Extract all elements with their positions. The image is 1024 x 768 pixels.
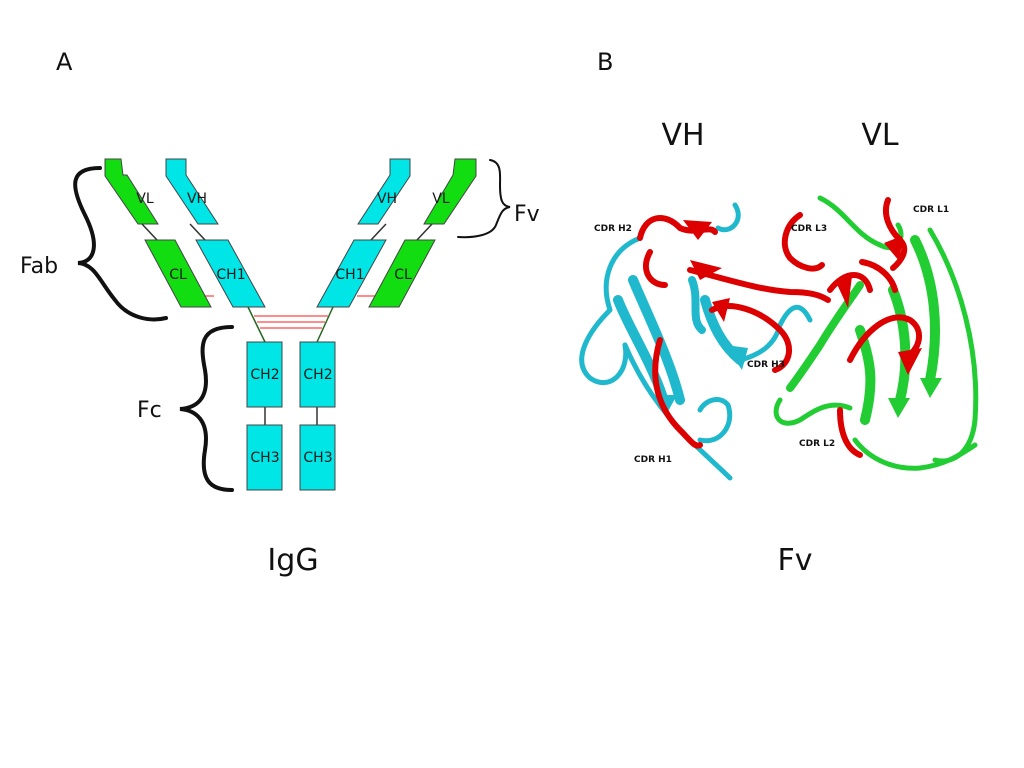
- cdr-h3-loop: [687, 267, 831, 303]
- label-ch3-left: CH3: [250, 450, 279, 466]
- cdr-l3-loop: [827, 272, 873, 293]
- fv-brace: [457, 159, 511, 239]
- panel-letter-a: A: [56, 48, 73, 76]
- ch1-domain-right: [316, 239, 387, 308]
- cdr-arrow: [690, 260, 722, 280]
- vh-ribbon: [579, 202, 813, 481]
- vl-chain-label: VL: [861, 118, 899, 153]
- cdr-h2-loop: [637, 215, 718, 241]
- fab-brace: [73, 166, 168, 322]
- cdr-l1-loop: [859, 259, 898, 293]
- cdr-l1-label: CDR L1: [913, 205, 949, 215]
- vh-domain-right: [357, 158, 411, 225]
- fc-brace: [179, 325, 234, 492]
- cdr-h3-label: CDR H3: [747, 360, 785, 370]
- label-ch2-left: CH2: [250, 367, 279, 383]
- vh-domain-left: [165, 158, 219, 225]
- vh-strand-arrow: [725, 345, 748, 370]
- vl-domain-right: [423, 158, 477, 225]
- fc-label: Fc: [137, 398, 162, 423]
- label-ch3-right: CH3: [303, 450, 332, 466]
- cdr-l2-label: CDR L2: [799, 439, 835, 449]
- cdr-l3-loop: [781, 212, 825, 272]
- vl-ribbon: [773, 195, 979, 471]
- cdr-l2-loop: [847, 314, 922, 363]
- caption-igg: IgG: [267, 543, 318, 578]
- label-vh-right: VH: [377, 191, 397, 207]
- igg-diagram: VL VH CL CH1 VH VL CH1 CL CH2 CH2 CH3 CH…: [20, 158, 540, 492]
- label-vl-right: VL: [432, 191, 450, 207]
- label-ch2-right: CH2: [303, 367, 332, 383]
- hinge: [247, 306, 334, 343]
- label-vl-left: VL: [136, 191, 154, 207]
- cl-domain-right: [368, 239, 436, 308]
- cdr-h2-label: CDR H2: [594, 224, 632, 234]
- caption-fv: Fv: [777, 543, 812, 578]
- domain-linkers: [141, 223, 433, 425]
- cdr-h2-loop: [643, 249, 668, 288]
- ch2-domain-right: [299, 341, 336, 408]
- ch2-domain-left: [246, 341, 283, 408]
- panel-letter-b: B: [597, 48, 613, 76]
- fv-brace-label: Fv: [514, 202, 540, 227]
- cdr-arrow: [683, 220, 712, 240]
- label-vh-left: VH: [187, 191, 207, 207]
- cdr-loops: [637, 197, 922, 458]
- cdr-l3-label: CDR L3: [791, 224, 827, 234]
- label-cl-left: CL: [169, 267, 187, 283]
- cdr-arrow: [898, 348, 922, 375]
- cdr-l2-loop: [837, 407, 863, 458]
- label-cl-right: CL: [394, 267, 412, 283]
- label-ch1-right: CH1: [335, 267, 364, 283]
- cdr-h1-loop: [652, 337, 703, 449]
- cdr-h1-label: CDR H1: [634, 455, 672, 465]
- label-ch1-left: CH1: [216, 267, 245, 283]
- vl-domain-left: [104, 158, 159, 225]
- cdr-h3-loop: [709, 303, 792, 373]
- ch3-domain-left: [246, 424, 283, 491]
- vl-strand-arrow: [888, 398, 910, 418]
- fv-structure: VH VL: [579, 118, 979, 481]
- ch1-domain-left: [195, 239, 266, 308]
- cl-domain-left: [144, 239, 212, 308]
- fab-label: Fab: [20, 254, 58, 279]
- vh-chain-label: VH: [661, 118, 704, 153]
- cdr-arrow: [836, 276, 852, 308]
- cdr-arrow: [884, 236, 902, 262]
- cdr-arrow: [712, 298, 730, 322]
- ch3-domain-right: [299, 424, 336, 491]
- vl-strand-arrow: [920, 378, 942, 398]
